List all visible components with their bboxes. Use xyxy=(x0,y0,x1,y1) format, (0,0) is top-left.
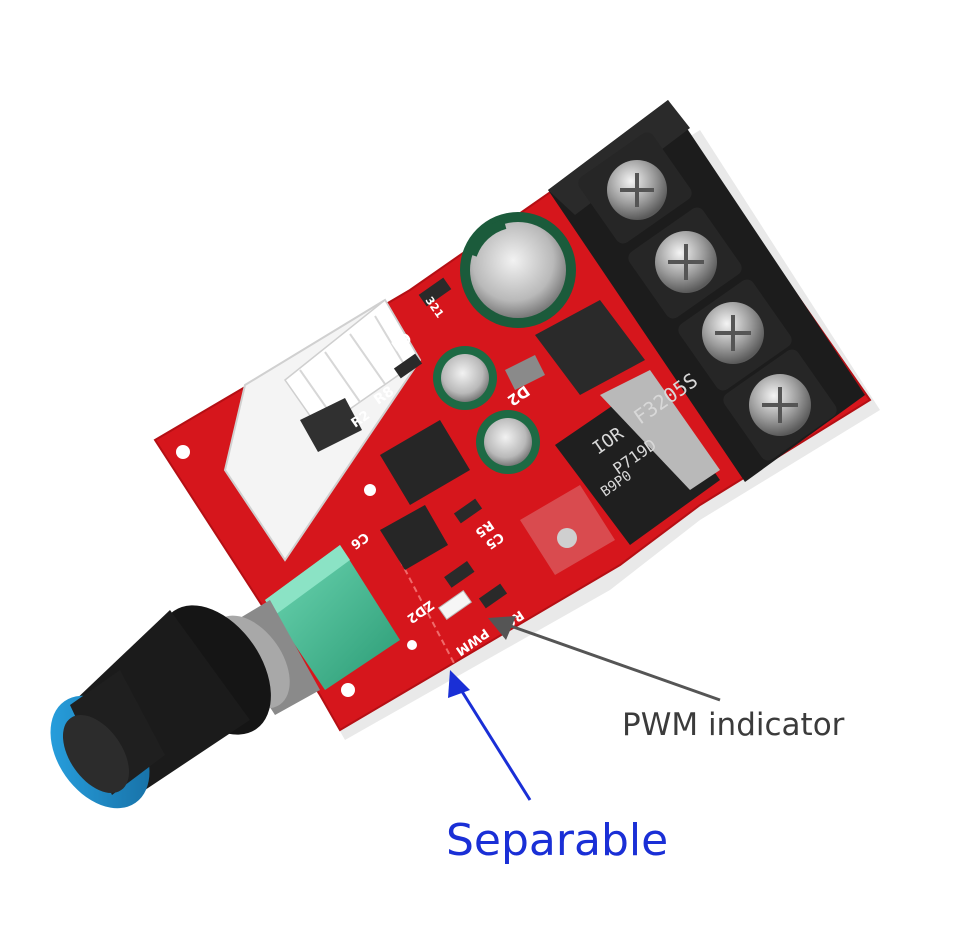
pwm-indicator-arrow xyxy=(488,616,721,702)
mount-hole xyxy=(407,640,417,650)
regulator-d2 xyxy=(505,300,645,395)
mount-hole xyxy=(341,683,355,697)
smd-resistor xyxy=(393,353,423,379)
large-capacitor xyxy=(460,212,576,328)
via xyxy=(557,528,577,548)
ic-chip xyxy=(380,505,448,570)
separable-caption: Separable xyxy=(446,815,669,866)
terminal-screw xyxy=(678,279,792,391)
mosfet: IOR F3205S P719D B9P0 xyxy=(555,368,720,545)
screw-terminal-block xyxy=(548,100,865,482)
pwm-indicator-caption: PWM indicator xyxy=(622,707,845,743)
terminal-screw xyxy=(723,349,837,461)
terminal-screw xyxy=(628,207,742,319)
mount-hole xyxy=(176,445,190,459)
terminal-screw xyxy=(578,132,692,244)
ic-chip xyxy=(300,398,362,452)
small-capacitor xyxy=(433,346,497,410)
ic-chip xyxy=(380,420,470,505)
smd-resistor xyxy=(478,583,508,609)
mount-hole xyxy=(364,484,376,496)
pwm-led xyxy=(438,589,472,621)
smd-resistor xyxy=(418,277,452,307)
separable-arrow xyxy=(448,670,532,801)
smd-resistor xyxy=(453,498,483,524)
small-capacitor xyxy=(476,410,540,474)
smd-diode xyxy=(444,561,475,588)
knob xyxy=(50,605,271,809)
